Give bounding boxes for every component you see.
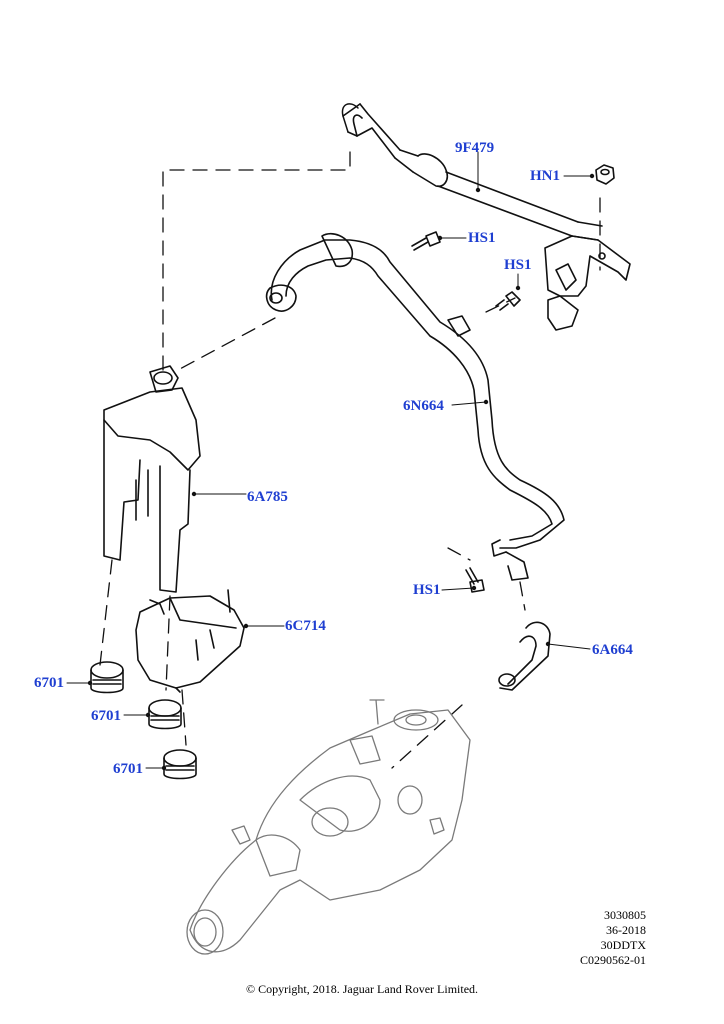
leader-dots xyxy=(87,173,595,771)
hose-6A664 xyxy=(498,621,551,691)
reference-line-2: 36-2018 xyxy=(606,923,646,937)
nut-HN1 xyxy=(595,164,615,185)
leader-lines xyxy=(66,151,593,769)
reference-line-1: 3030805 xyxy=(604,908,646,922)
turbocharger-assembly xyxy=(186,699,471,955)
reservoir-cover-6A785 xyxy=(103,365,201,593)
reference-line-4: C0290562-01 xyxy=(580,953,646,967)
callout-6A664[interactable]: 6A664 xyxy=(592,642,633,658)
callout-HS1-upper[interactable]: HS1 xyxy=(468,230,496,246)
callout-6701-c[interactable]: 6701 xyxy=(113,761,143,777)
reference-block: 3030805 36-2018 30DDTX C0290562-01 xyxy=(580,908,646,968)
plug-6701-a xyxy=(90,661,124,694)
callout-HS1-middle[interactable]: HS1 xyxy=(504,257,532,273)
callout-6A785[interactable]: 6A785 xyxy=(247,489,288,505)
coolant-pipe-6N664 xyxy=(265,232,565,581)
bolt-HS1-middle xyxy=(495,291,521,311)
mounting-bracket xyxy=(544,235,631,331)
reference-line-3: 30DDTX xyxy=(600,938,646,952)
copyright-notice: © Copyright, 2018. Jaguar Land Rover Lim… xyxy=(245,982,479,996)
callout-9F479[interactable]: 9F479 xyxy=(455,140,495,156)
callout-6701-b[interactable]: 6701 xyxy=(91,708,121,724)
callout-6C714[interactable]: 6C714 xyxy=(285,618,326,634)
breather-hose-9F479 xyxy=(341,103,603,241)
callout-6N664[interactable]: 6N664 xyxy=(403,398,444,414)
assembly-dash-lines xyxy=(99,151,601,769)
plug-6701-c xyxy=(163,749,197,780)
callout-HS1-lower[interactable]: HS1 xyxy=(413,582,441,598)
expansion-tank-6C714 xyxy=(135,589,245,693)
callout-HN1[interactable]: HN1 xyxy=(530,168,560,184)
bolt-HS1-upper xyxy=(411,231,441,251)
callout-6701-a[interactable]: 6701 xyxy=(34,675,64,691)
plug-6701-b xyxy=(148,699,182,730)
